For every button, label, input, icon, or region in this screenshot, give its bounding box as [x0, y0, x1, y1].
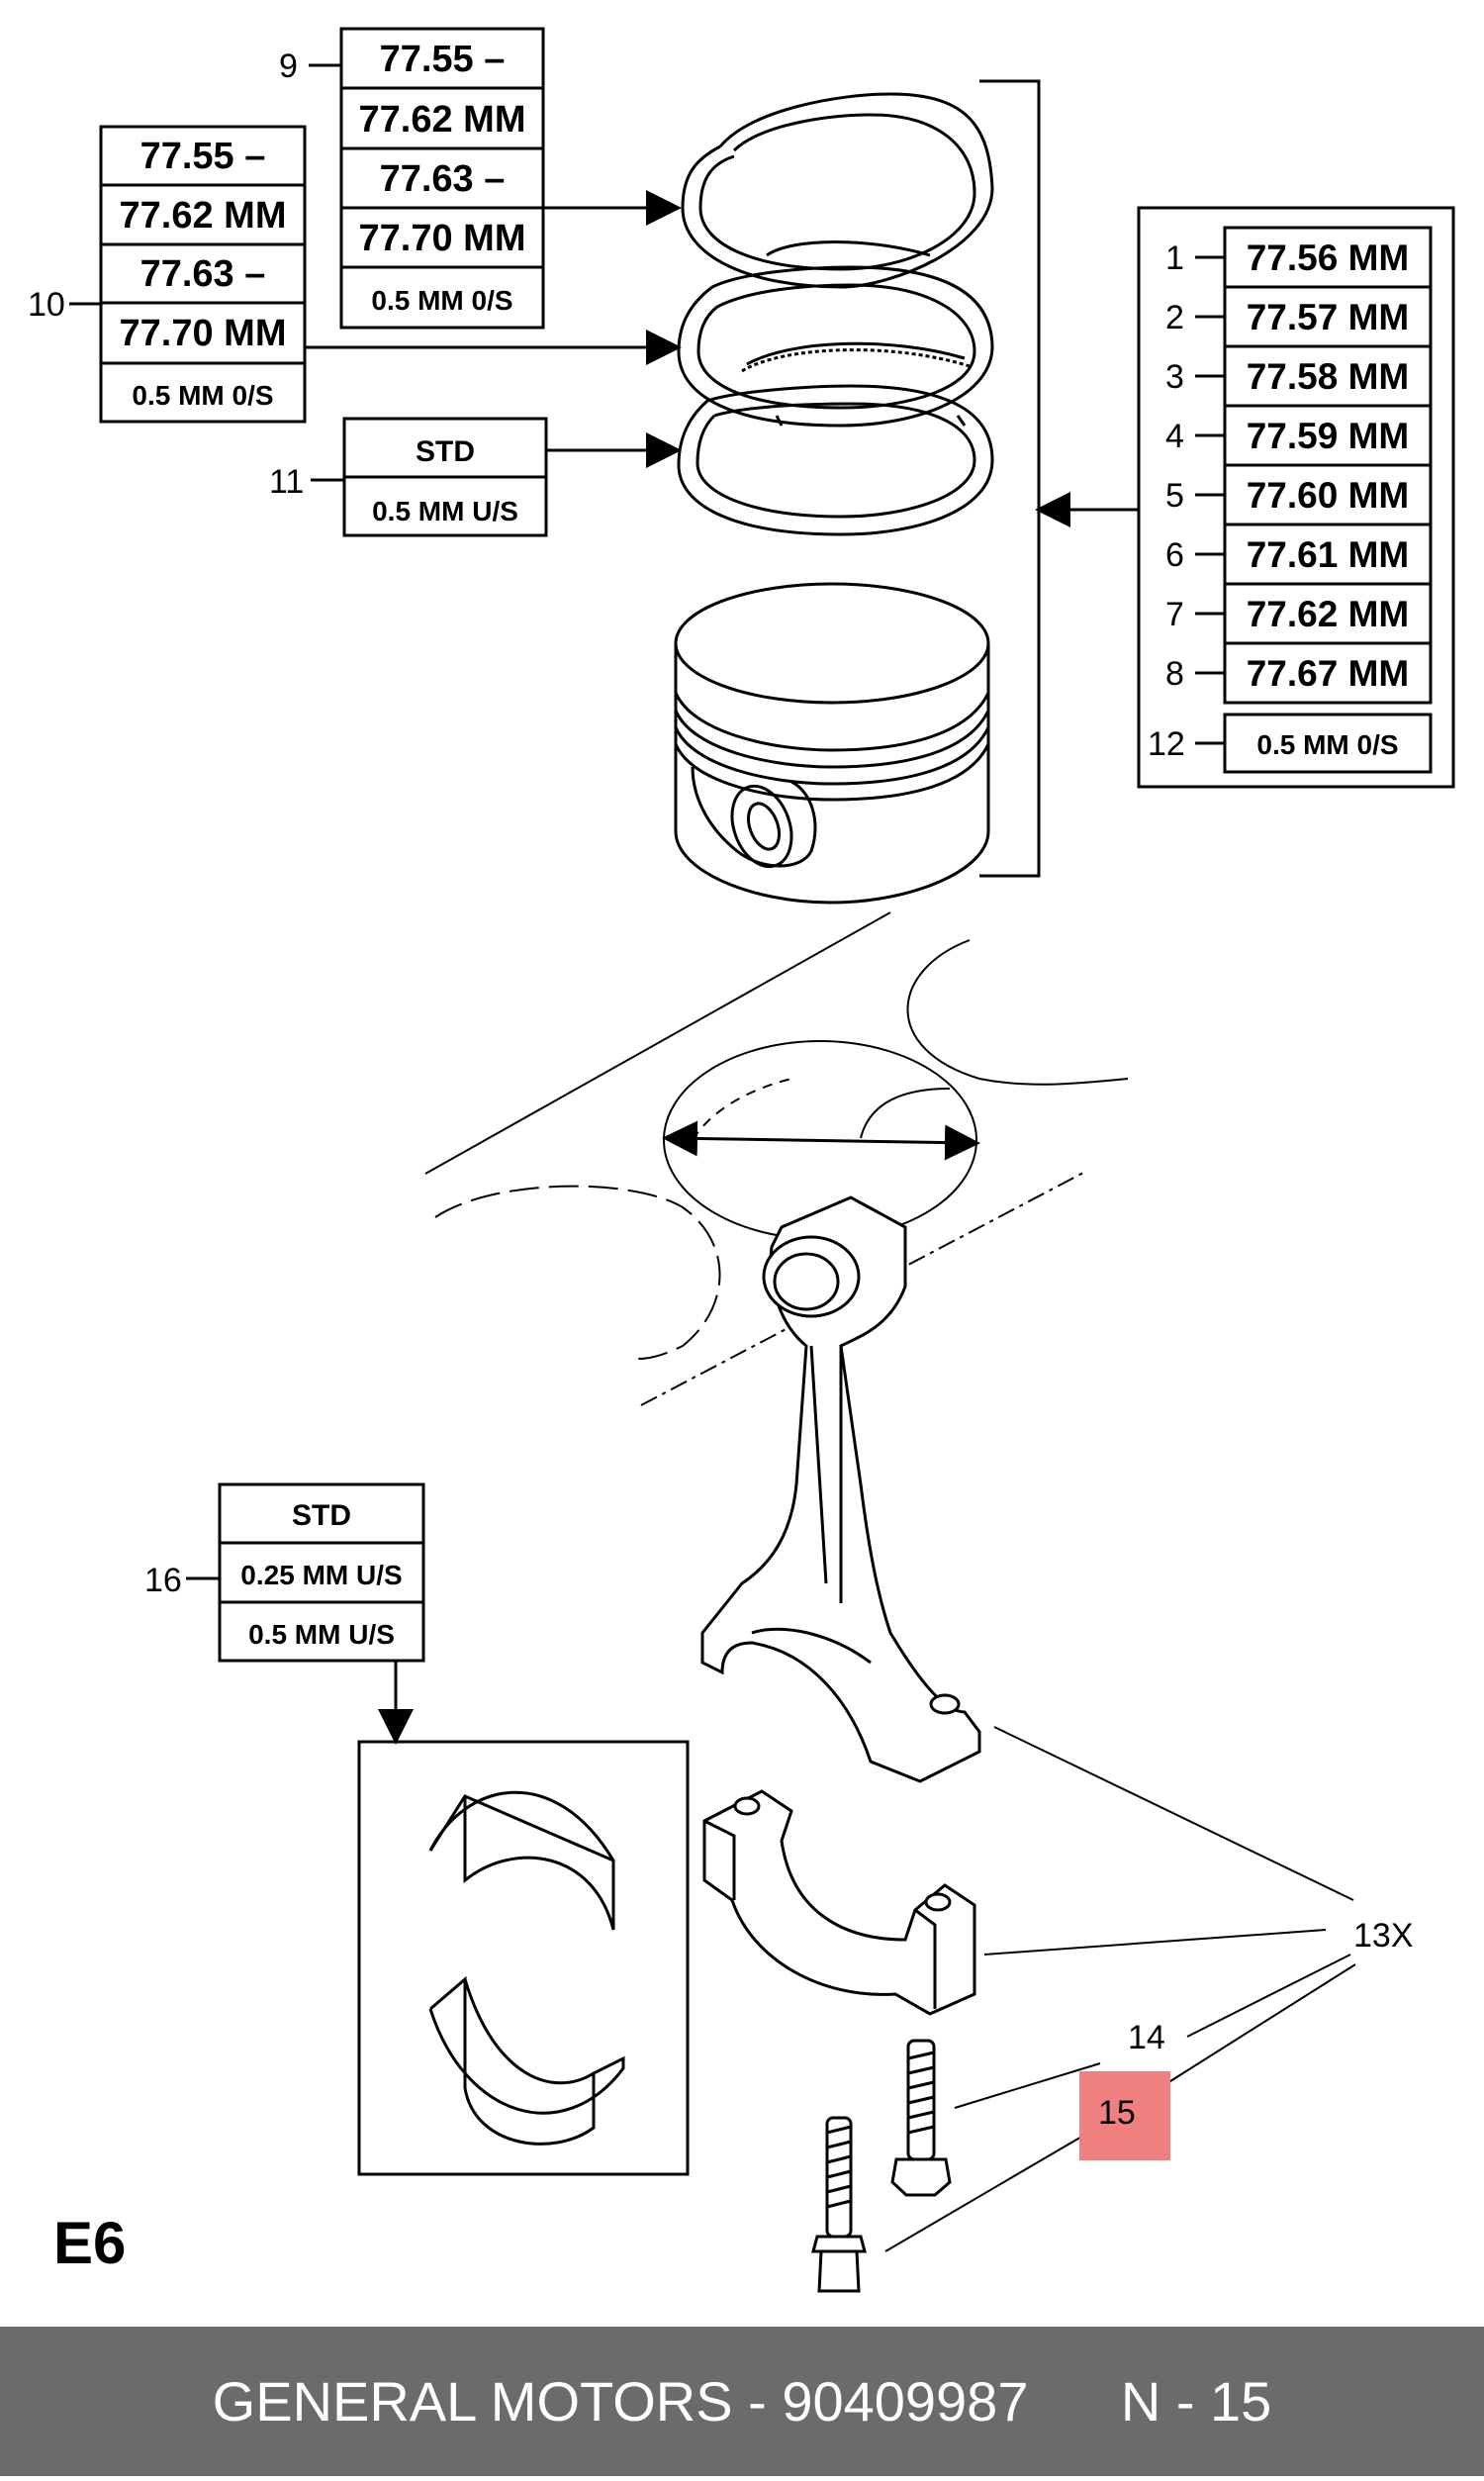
piston-ring-top	[681, 92, 994, 289]
callout-14: 14	[1128, 2019, 1165, 2056]
callout-12: 12	[1148, 725, 1185, 763]
t16-cell-2: 0.25 MM U/S	[240, 1560, 402, 1590]
bolt-15	[811, 2116, 867, 2293]
size-row-value: 77.67 MM	[1247, 653, 1410, 694]
size-row-callout: 3	[1165, 358, 1184, 396]
size-row-callout: 2	[1165, 299, 1184, 336]
piston-group-bracket	[979, 79, 1138, 878]
size-row-value: 77.60 MM	[1247, 475, 1410, 516]
t16-cell-1: STD	[292, 1499, 351, 1532]
spec-table-16: 16 STD 0.25 MM U/S 0.5 MM U/S	[144, 1482, 425, 1745]
highlight-15	[1079, 2071, 1170, 2160]
size-row-value: 77.58 MM	[1247, 356, 1410, 397]
callout-10: 10	[28, 286, 65, 324]
t16-cell-3: 0.5 MM U/S	[248, 1619, 395, 1650]
t10-cell-4: 77.70 MM	[120, 313, 287, 354]
piston	[674, 582, 990, 905]
callout-leaders	[884, 1726, 1356, 2252]
page-code: E6	[53, 2210, 127, 2276]
bore-size-table: 1 77.56 MM 2 77.57 MM 3 77.58 MM 4 77.59 MM 5 77.…	[1137, 206, 1455, 789]
t9-cell-1: 77.55 –	[380, 39, 506, 80]
bore-diameter-arrow	[662, 1120, 980, 1161]
t9-cell-5: 0.5 MM 0/S	[371, 285, 512, 316]
cylinder-block	[424, 911, 1129, 1406]
size-row-callout: 6	[1165, 536, 1184, 574]
size-row-value: 77.59 MM	[1247, 416, 1410, 456]
connecting-rod-cap	[702, 1789, 976, 2016]
callout-9: 9	[279, 48, 298, 85]
t9-cell-4: 77.70 MM	[359, 218, 526, 259]
size-oversize: 0.5 MM 0/S	[1256, 729, 1398, 760]
size-row-box	[1223, 226, 1433, 289]
t11-cell-2: 0.5 MM U/S	[372, 496, 518, 526]
size-row-box	[1223, 404, 1433, 467]
spec-table-9: 9 77.55 – 77.62 MM 77.63 – 77.70 MM 0.5 …	[279, 27, 682, 330]
size-row-callout: 7	[1165, 596, 1184, 633]
piston-ring-middle	[677, 265, 994, 428]
t10-cell-1: 77.55 –	[140, 136, 266, 177]
bolt-14	[890, 2039, 952, 2197]
size-row-callout: 1	[1165, 239, 1184, 277]
footer-bar: GENERAL MOTORS - 90409987 N - 15	[0, 2327, 1484, 2476]
bearing-shells-box	[357, 1740, 690, 2176]
callout-11: 11	[269, 463, 304, 501]
size-row-callout: 8	[1165, 655, 1184, 693]
size-row-box	[1223, 344, 1433, 408]
callout-15: 15	[1098, 2094, 1136, 2132]
t10-cell-5: 0.5 MM 0/S	[132, 380, 273, 411]
t10-cell-3: 77.63 –	[140, 253, 266, 295]
size-row-value: 77.56 MM	[1247, 238, 1410, 278]
size-row-value: 77.61 MM	[1247, 534, 1410, 575]
size-row-value: 77.57 MM	[1247, 297, 1410, 337]
callout-16: 16	[144, 1562, 182, 1599]
size-row-box	[1223, 641, 1433, 705]
piston-ring-bottom	[677, 384, 994, 536]
callout-13x: 13X	[1353, 1917, 1414, 1955]
size-row-callout: 5	[1165, 477, 1184, 515]
footer-text: GENERAL MOTORS - 90409987 N - 15	[212, 2370, 1272, 2433]
connecting-rod	[700, 1195, 981, 1783]
spec-table-10: 10 77.55 – 77.62 MM 77.63 – 77.70 MM 0.5…	[28, 125, 682, 424]
t11-cell-1: STD	[416, 435, 475, 468]
spec-table-11: 11 STD 0.5 MM U/S	[269, 417, 682, 537]
t9-cell-3: 77.63 –	[380, 158, 506, 200]
size-row-callout: 4	[1165, 418, 1184, 455]
t9-cell-2: 77.62 MM	[359, 99, 526, 141]
t10-cell-2: 77.62 MM	[120, 195, 287, 237]
size-row-value: 77.62 MM	[1247, 594, 1410, 634]
